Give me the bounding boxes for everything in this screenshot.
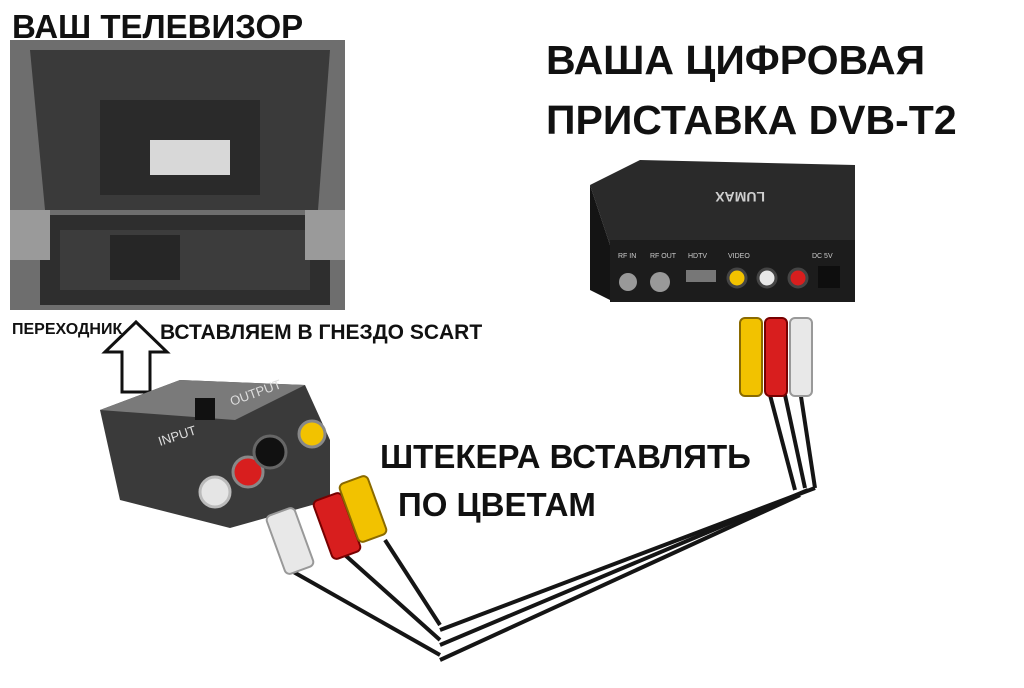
rca-plugs-stb-side <box>739 317 813 397</box>
stb-title-line1: ВАША ЦИФРОВАЯ <box>546 37 926 83</box>
stb-brand: LUMAX <box>715 189 765 205</box>
stb-port-label: VIDEO <box>728 253 750 260</box>
rca-plugs-adapter-side <box>265 475 388 575</box>
rca-cables <box>289 389 817 662</box>
stb-title-line2: ПРИСТАВКА DVB-T2 <box>546 97 957 143</box>
scart-adapter: INPUT OUTPUT <box>100 376 330 528</box>
scart-instruction: ВСТАВЛЯЕМ В ГНЕЗДО SCART <box>160 321 483 344</box>
stb-port-label: RF IN <box>618 253 636 260</box>
stb-port-label: HDTV <box>688 253 707 260</box>
set-top-box: LUMAX <box>590 160 855 302</box>
up-arrow-icon <box>101 319 171 394</box>
tv-title: ВАШ ТЕЛЕВИЗОР <box>12 8 304 45</box>
plugs-instruction-line1: ШТЕКЕРА ВСТАВЛЯТЬ <box>380 438 751 475</box>
adapter-label: ПЕРЕХОДНИК <box>12 321 123 338</box>
tv-back-photo <box>10 40 345 310</box>
stb-port-label: DC 5V <box>812 253 833 260</box>
stb-port-label: RF OUT <box>650 253 677 260</box>
plugs-instruction-line2: ПО ЦВЕТАМ <box>398 486 596 523</box>
